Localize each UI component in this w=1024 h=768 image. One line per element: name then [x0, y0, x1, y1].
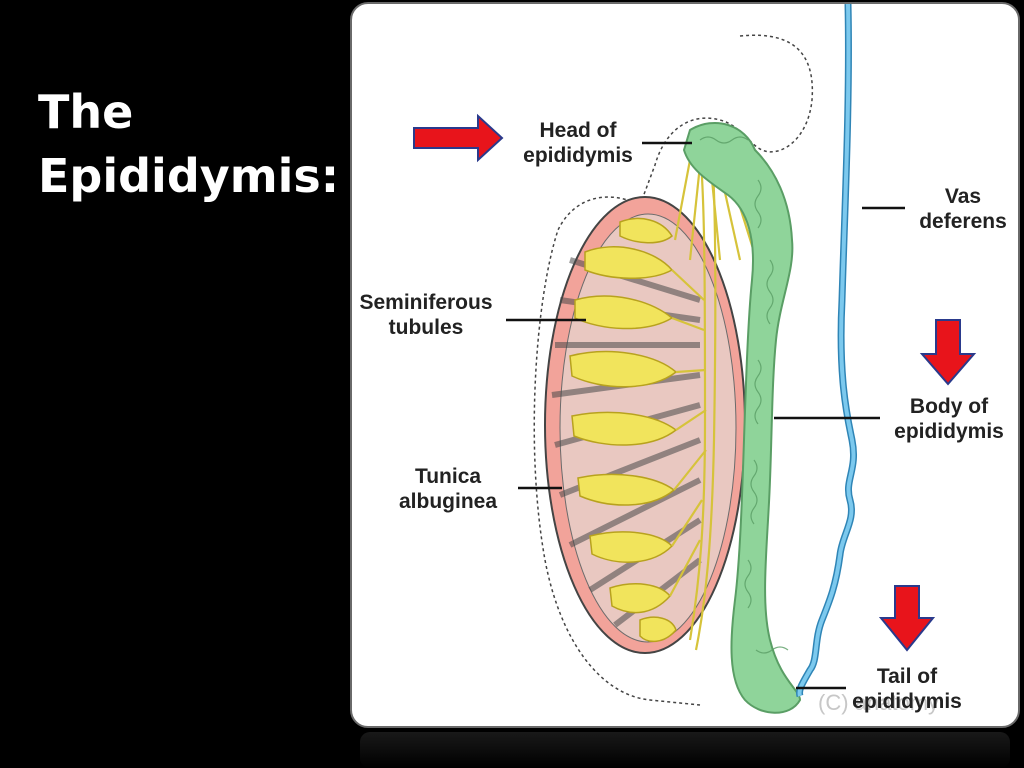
panel-reflection	[360, 732, 1010, 768]
seminiferous-tubules	[569, 217, 678, 643]
title-line-1: The	[38, 85, 134, 139]
epididymis-texture	[699, 136, 789, 654]
arrow-down-icon	[919, 319, 977, 386]
label-body-of-epididymis: Body of epididymis	[894, 395, 1004, 443]
label-vas-deferens: Vas deferens	[919, 185, 1007, 233]
leader-lines	[506, 141, 905, 690]
label-tunica-albuginea: Tunica albuginea	[398, 465, 498, 513]
label-head-of-epididymis: Head of epididymis	[523, 119, 633, 167]
arrow-right-icon	[413, 113, 504, 163]
label-seminiferous-tubules: Seminiferous tubules	[359, 291, 493, 339]
title-line-2: Epididymis:	[38, 149, 340, 203]
arrow-down-icon	[878, 585, 936, 652]
slide-title: The Epididymis:	[38, 80, 358, 208]
vas-deferens-shape	[796, 3, 857, 698]
watermark: (C) anatomy	[818, 690, 940, 715]
label-tail-of-epididymis: Tail of epididymis	[852, 665, 962, 713]
epididymis-shape	[682, 121, 802, 714]
